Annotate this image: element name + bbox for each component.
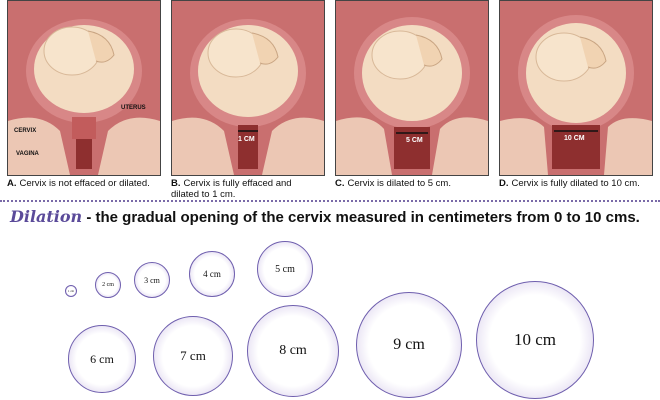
dilation-headline: Dilation - the gradual opening of the ce…	[10, 207, 640, 226]
circle-6cm: 6 cm	[68, 325, 136, 393]
circle-label: 3 cm	[144, 275, 160, 285]
measure-label-c: 5 CM	[406, 137, 423, 144]
caption-d: D.Cervix is fully dilated to 10 cm.	[499, 178, 659, 189]
cervix-label: CERVIX	[14, 128, 37, 134]
circle-label: 10 cm	[513, 330, 557, 349]
circle-1cm: 1 cm	[65, 285, 77, 297]
illustration-a	[8, 1, 160, 175]
circle-label: 1 cm	[68, 289, 74, 293]
caption-text: Cervix is not effaced or dilated.	[19, 178, 150, 189]
caption-b: B.Cervix is fully effaced and dilated to…	[171, 178, 311, 200]
divider	[0, 200, 660, 202]
panel-b: 1 CM	[171, 0, 325, 176]
circle-8cm: 8 cm	[247, 305, 339, 397]
panel-a: UTERUS CERVIX VAGINA	[7, 0, 161, 176]
circle-7cm: 7 cm	[153, 316, 233, 396]
caption-text: Cervix is fully dilated to 10 cm.	[511, 178, 640, 189]
circle-9cm: 9 cm	[356, 292, 462, 398]
headline-text: - the gradual opening of the cervix meas…	[82, 209, 640, 226]
illustration-d	[500, 1, 652, 175]
circle-label: 6 cm	[90, 351, 114, 366]
caption-text: Cervix is fully effaced and dilated to 1…	[171, 178, 292, 200]
circle-4cm: 4 cm	[189, 251, 235, 297]
circle-label: 9 cm	[393, 336, 425, 353]
caption-letter: D.	[499, 178, 509, 189]
panel-c: 5 CM	[335, 0, 489, 176]
circle-2cm: 2 cm	[95, 272, 121, 298]
measure-label-b: 1 CM	[238, 136, 255, 143]
panel-d: 10 CM	[499, 0, 653, 176]
circle-10cm: 10 cm	[476, 281, 594, 399]
vagina-label: VAGINA	[16, 151, 39, 157]
circle-label: 2 cm	[102, 282, 114, 288]
circle-label: 8 cm	[279, 343, 307, 358]
circle-3cm: 3 cm	[134, 262, 170, 298]
caption-text: Cervix is dilated to 5 cm.	[347, 178, 451, 189]
circle-5cm: 5 cm	[257, 241, 313, 297]
caption-a: A.Cervix is not effaced or dilated.	[7, 178, 167, 189]
uterus-label: UTERUS	[121, 105, 146, 111]
caption-letter: C.	[335, 178, 345, 189]
circle-label: 4 cm	[203, 269, 221, 279]
illustration-c	[336, 1, 488, 175]
illustration-b	[172, 1, 324, 175]
caption-letter: A.	[7, 178, 17, 189]
circle-label: 7 cm	[180, 348, 206, 363]
measure-label-d: 10 CM	[564, 135, 585, 142]
caption-c: C.Cervix is dilated to 5 cm.	[335, 178, 495, 189]
caption-letter: B.	[171, 178, 181, 189]
headline-term: Dilation	[10, 207, 83, 226]
circle-label: 5 cm	[275, 263, 295, 275]
